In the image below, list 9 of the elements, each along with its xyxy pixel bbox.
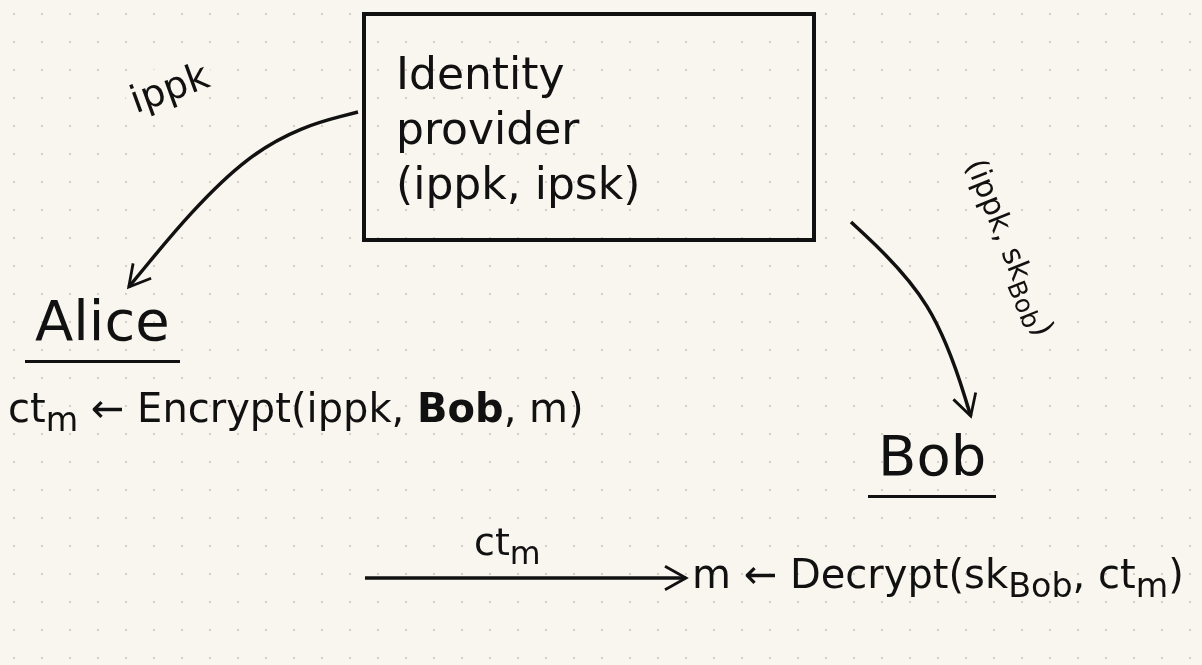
arrow (849, 220, 978, 418)
name-label: Alice (25, 285, 180, 363)
expression-text: m ← Decrypt(sk$_{Bob}$, ct$_{m}$) (692, 550, 1184, 607)
name-label: Bob (868, 420, 997, 498)
expression-text: ct$_{m}$ ← Encrypt(ippk, Bob, m) (8, 384, 584, 441)
arrow (127, 110, 359, 289)
provider-label: Identity provider (ippk, ipsk) (396, 47, 642, 211)
provider-box (362, 12, 816, 242)
arrow (365, 564, 688, 592)
